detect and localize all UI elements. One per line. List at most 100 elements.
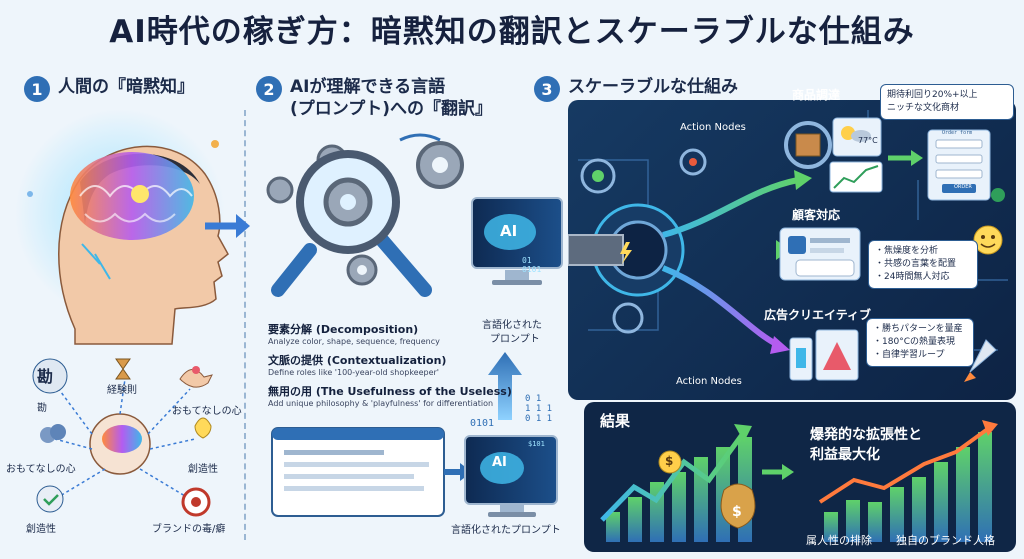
section-3-header: 3 スケーラブルな仕組み	[534, 76, 738, 102]
kan-glyph: 勘	[37, 367, 54, 386]
growth-line-left	[600, 430, 747, 522]
creative-label: 広告クリエイティブ	[764, 308, 872, 322]
term-heading: 要素分解 (Decomposition)	[268, 323, 419, 336]
chat-bubble-icon	[795, 259, 855, 277]
ai-label-bottom: AI	[492, 455, 507, 470]
rocket-icon	[964, 339, 997, 382]
translation-illustration	[266, 133, 563, 517]
procurement-node	[784, 117, 883, 193]
magnifier-icon	[271, 150, 432, 297]
growth-bars-right	[824, 432, 992, 542]
tacit-illustration	[15, 109, 250, 517]
binary-mid: 0 1 1 1 1 0 1 1	[525, 394, 553, 424]
hub-brain-icon	[102, 425, 142, 453]
section-title-block: AIが理解できる言語 (プロンプト)への『翻訳』	[290, 76, 492, 120]
binary-screen: $101	[528, 440, 545, 448]
caption-right: 独自のブランド人格	[896, 534, 995, 547]
page-title: AI時代の稼ぎ方：暗黙知の翻訳とスケーラブルな仕組み	[109, 14, 915, 50]
procurement-note-line: ニッチな文化商材	[887, 103, 960, 113]
term-desc: Define roles like '100-year-old shopkeep…	[268, 368, 439, 377]
creative-item: ・自律学習ループ	[873, 350, 945, 360]
customer-label: 顧客対応	[792, 208, 841, 222]
intuition-icon	[32, 358, 68, 394]
verbalized-bottom: 言語化されたプロンプト	[451, 525, 561, 536]
check-icon	[991, 188, 1005, 202]
coin-symbol: $	[665, 454, 674, 468]
gear-icon	[612, 302, 644, 334]
hospitality-label-left: おもてなしの心	[6, 464, 76, 475]
procurement-label: 商品調達	[792, 88, 841, 102]
customer-node	[779, 227, 861, 281]
gear-check-icon	[36, 485, 64, 513]
action-nodes-top: Action Nodes	[680, 122, 746, 133]
temp-readout: 77°C	[858, 136, 878, 145]
creative-node	[789, 329, 859, 381]
hand-heart-icon	[179, 369, 213, 388]
creative-list: ・勝ちパターンを量産 ・180°Cの熱量表現 ・自律学習ループ	[866, 318, 974, 367]
caption-left: 属人性の排除	[806, 534, 872, 547]
section-title-line2: (プロンプト)への『翻訳』	[290, 99, 493, 119]
lightning-icon	[620, 242, 632, 264]
package-icon	[795, 133, 821, 157]
section-title: スケーラブルな仕組み	[568, 77, 738, 97]
term-desc: Add unique philosophy & 'playfulness' fo…	[268, 399, 494, 408]
order-button[interactable]: ORDER	[954, 184, 972, 190]
term-heading: 無用の用 (The Usefulness of the Useless)	[268, 385, 512, 398]
creative-item: ・勝ちパターンを量産	[873, 324, 963, 334]
up-arrow	[488, 352, 522, 420]
term-desc: Analyze color, shape, sequence, frequenc…	[268, 337, 440, 346]
action-nodes-bottom: Action Nodes	[676, 376, 742, 387]
lightbulb-spark-icon	[131, 185, 149, 203]
result-illustration	[600, 420, 998, 542]
creativity-label-right: 創造性	[188, 464, 218, 475]
order-form-field: Order form	[942, 130, 973, 136]
system-illustration	[568, 110, 1008, 382]
order-form	[927, 129, 991, 201]
gear-icon	[416, 141, 464, 189]
section-number: 2	[256, 76, 282, 102]
smiley-icon	[973, 225, 1003, 255]
brand-label: ブランドの毒/癖	[152, 524, 226, 535]
section-2-header: 2 AIが理解できる言語 (プロンプト)への『翻訳』	[256, 76, 492, 120]
term-usefulness: 無用の用 (The Usefulness of the Useless) Add…	[268, 383, 512, 409]
bag-symbol: $	[732, 504, 742, 520]
growth-line-right	[818, 426, 991, 504]
headline-line1: 爆発的な拡張性と	[810, 427, 922, 443]
ai-brain-icon	[484, 214, 536, 250]
headline-line2: 利益最大化	[810, 447, 880, 463]
ai-monitor-bottom	[464, 435, 558, 517]
kan-label: 勘	[37, 403, 47, 414]
section-number: 1	[24, 76, 50, 102]
binary-left: 0101	[470, 418, 495, 429]
customer-item: ・焦燥度を分析	[875, 246, 939, 256]
connector-plug	[568, 234, 624, 266]
verbalized-top-2: プロンプト	[490, 334, 540, 345]
gear-icon	[346, 254, 378, 286]
procurement-note: 期待利回り20%+以上 ニッチな文化商材	[880, 84, 1014, 120]
section-number: 3	[534, 76, 560, 102]
ai-label-top: AI	[500, 222, 518, 240]
money-bag-icon	[720, 483, 756, 529]
section-title: AIが理解できる言語	[290, 77, 446, 97]
user-avatar-icon	[788, 236, 806, 254]
procurement-note-line: 期待利回り20%+以上	[887, 90, 978, 100]
customer-item: ・共感の言葉を配置	[875, 259, 957, 269]
gear-icon	[266, 176, 294, 204]
creativity-label-left: 創造性	[26, 524, 56, 535]
binary-top: 01 0101	[522, 256, 542, 274]
creative-item: ・180°Cの熱量表現	[873, 337, 955, 347]
term-decomposition: 要素分解 (Decomposition) Analyze color, shap…	[268, 321, 503, 347]
hourglass-icon	[115, 358, 131, 380]
document-card	[271, 427, 445, 517]
verbalized-top-1: 言語化された	[482, 320, 542, 331]
customer-list: ・焦燥度を分析 ・共感の言葉を配置 ・24時間無人対応	[868, 240, 978, 289]
ai-monitor-top	[471, 197, 563, 285]
people-icon	[50, 424, 66, 440]
result-label: 結果	[600, 412, 631, 430]
gear-icon	[580, 158, 616, 194]
experience-label: 経験則	[107, 385, 137, 396]
gear-icon	[679, 148, 707, 176]
idea-bulb-icon	[194, 417, 212, 439]
hospitality-label-right: おもてなしの心	[172, 406, 242, 417]
section-title: 人間の『暗黙知』	[58, 77, 194, 97]
